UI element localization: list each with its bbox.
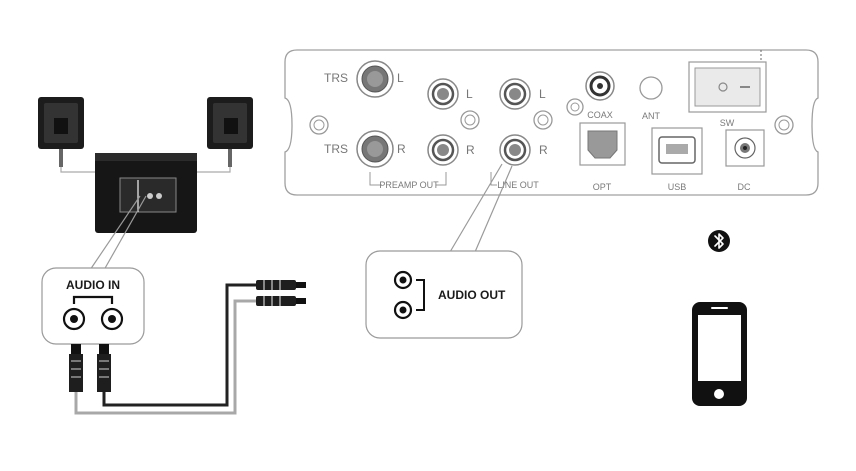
trs-right-label: TRS — [324, 142, 348, 156]
line-out-left-jack: L — [499, 78, 546, 110]
preamp-out-right-jack: R — [427, 134, 475, 166]
audio-out-pointer — [449, 163, 513, 253]
speaker-wires — [60, 167, 231, 173]
rca-plugs-bottom — [69, 344, 111, 392]
line-r-label: R — [539, 143, 548, 157]
audio-out-callout: AUDIO OUT — [365, 250, 523, 339]
preamp-out-bracket: PREAMP OUT — [369, 172, 447, 190]
usb-port: USB — [651, 127, 703, 192]
optical-port: OPT — [579, 122, 626, 192]
audio-out-label: AUDIO OUT — [438, 288, 506, 302]
right-speaker — [207, 97, 253, 167]
line-out-bracket: LINE OUT — [490, 172, 539, 190]
dc-label: DC — [738, 182, 751, 192]
preamp-out-left-jack: L — [427, 78, 473, 110]
preamp-r-label: R — [466, 143, 475, 157]
trs-right-ch: R — [397, 142, 406, 156]
trs-left-jack: TRS L — [324, 60, 404, 98]
audio-in-pointer — [89, 195, 147, 271]
coax-jack: COAX — [566, 71, 615, 120]
coax-label: COAX — [587, 110, 613, 120]
rca-plugs-top — [256, 280, 306, 306]
opt-label: OPT — [593, 182, 612, 192]
left-speaker — [38, 97, 84, 167]
dc-port: DC — [725, 129, 765, 192]
trs-left-label: TRS — [324, 71, 348, 85]
powered-speaker-unit — [95, 153, 197, 233]
smartphone-icon — [692, 302, 747, 406]
trs-left-ch: L — [397, 71, 404, 85]
usb-label: USB — [668, 182, 687, 192]
sw-label: SW — [720, 118, 735, 128]
preamp-out-label: PREAMP OUT — [379, 180, 439, 190]
antenna-port: ANT — [639, 76, 663, 121]
line-l-label: L — [539, 87, 546, 101]
power-switch: SW — [688, 50, 767, 128]
ground-screw-1 — [460, 110, 480, 130]
rca-cable — [74, 283, 258, 415]
line-out-label: LINE OUT — [497, 180, 539, 190]
line-out-right-jack: R — [499, 134, 548, 166]
trs-right-jack: TRS R — [324, 130, 406, 168]
ant-label: ANT — [642, 111, 661, 121]
audio-in-callout: AUDIO IN — [41, 267, 145, 345]
ground-screw-2 — [533, 110, 553, 130]
audio-in-label: AUDIO IN — [66, 278, 120, 292]
preamp-l-label: L — [466, 87, 473, 101]
bluetooth-icon — [708, 230, 730, 252]
